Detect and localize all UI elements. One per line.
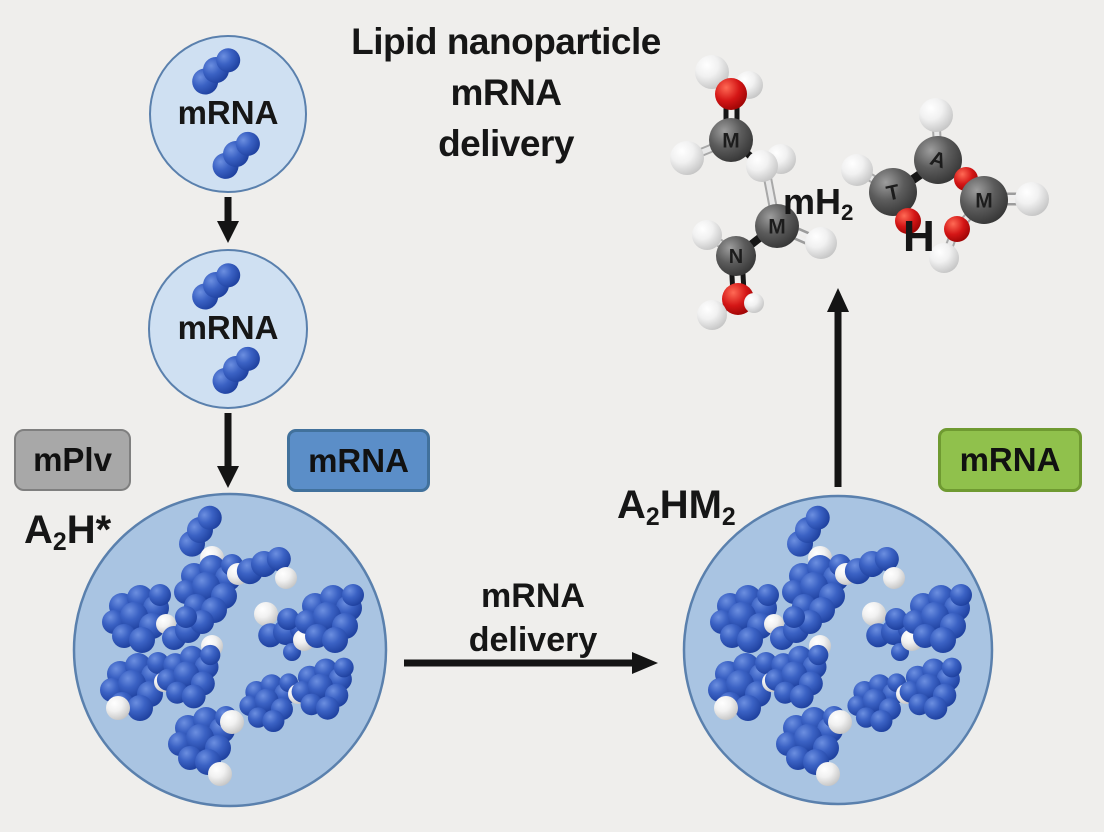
atom-label: M	[975, 190, 993, 213]
arrow-down-1-icon	[217, 197, 239, 243]
mplv-tag-label: mPlv	[33, 441, 112, 478]
delivery-label-line-1: mRNA	[481, 577, 585, 615]
mplv-tag: mPlv	[14, 429, 131, 491]
lnp-large-circle-right	[682, 494, 994, 806]
atom-label: M	[722, 130, 740, 153]
mrna-blue-tag-label: mRNA	[308, 441, 409, 479]
page-title: Lipid nanoparticle mRNA delivery	[320, 16, 692, 169]
lnp-small-circle-2	[148, 249, 308, 409]
atom-label: T	[884, 180, 901, 205]
mrna-blue-tag: mRNA	[287, 429, 430, 492]
flow-arrows	[217, 197, 849, 674]
formula-part: HM	[659, 483, 722, 527]
formula-subscript: 2	[645, 503, 660, 531]
title-line-1: Lipid nanoparticle	[351, 21, 661, 62]
formula-part: A	[24, 508, 53, 552]
arrow-right-delivery-icon	[404, 652, 658, 674]
molecule-left: M M N	[670, 55, 837, 330]
mrna-green-tag: mRNA	[938, 428, 1082, 492]
formula-a2h: A2H*	[24, 508, 111, 557]
lnp-small-circle-1	[149, 35, 307, 193]
mrna-green-tag-label: mRNA	[959, 441, 1061, 478]
arrow-down-2-icon	[217, 413, 239, 488]
delivery-arrow-label: mRNA delivery	[420, 574, 646, 662]
formula-a2hm2: A2HM2	[617, 483, 736, 532]
arrow-up-release-icon	[827, 288, 849, 487]
formula-subscript: 2	[841, 200, 854, 226]
title-line-3: delivery	[438, 123, 574, 164]
delivery-label-line-2: delivery	[468, 621, 598, 659]
formula-part: mH	[783, 181, 842, 222]
lnp-large-circle-left	[72, 492, 388, 808]
formula-mh2: mH2	[783, 181, 853, 226]
formula-h: H	[903, 212, 935, 261]
formula-part: A	[617, 483, 646, 527]
formula-subscript: 2	[721, 503, 736, 531]
small-circle-1-label: mRNA	[177, 94, 279, 131]
atom-label: M	[768, 216, 786, 239]
small-circle-2-label: mRNA	[177, 309, 279, 346]
title-line-2: mRNA	[450, 72, 562, 113]
atom-label: N	[729, 246, 743, 268]
formula-part: H*	[66, 508, 112, 552]
molecule-right: A T M	[841, 98, 1049, 273]
formula-subscript: 2	[52, 528, 67, 556]
atom-label: A	[927, 147, 949, 174]
